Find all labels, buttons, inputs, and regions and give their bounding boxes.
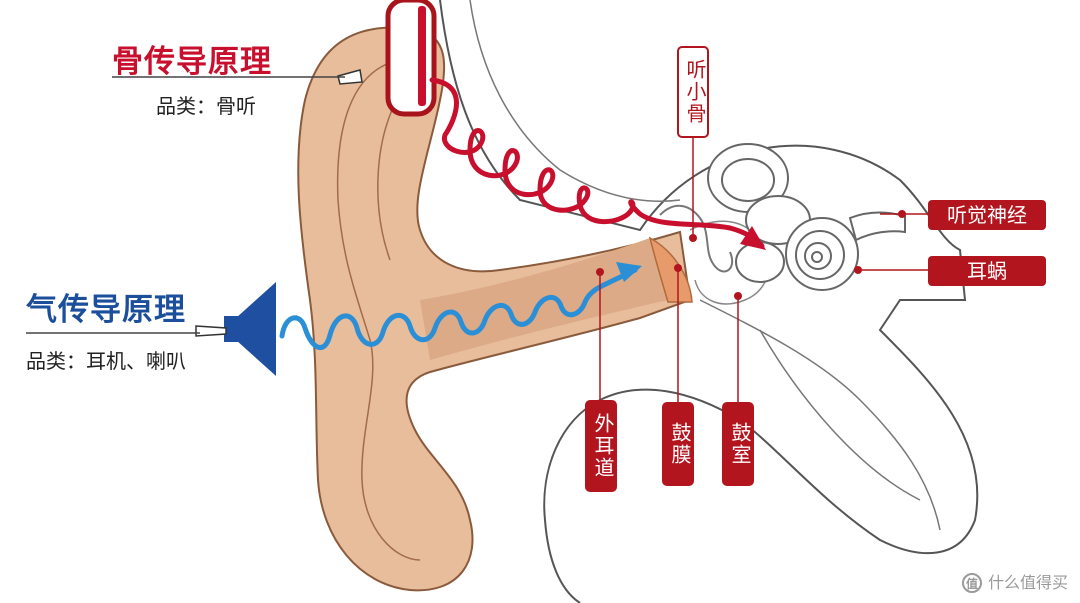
head-outline: [439, 0, 979, 603]
bone-device-clip: [337, 69, 363, 85]
air-conduction-category: 品类：耳机、喇叭: [26, 349, 186, 373]
cochlea-dot: [854, 266, 862, 274]
semicircular-canal-1-inner: [721, 158, 775, 202]
pinna-fold-inner: [377, 109, 393, 261]
air-conduction-title: 气传导原理: [26, 292, 186, 328]
bone-conduction-device: [385, 0, 437, 117]
eardrum-dot: [674, 264, 682, 272]
nerve-dot: [898, 210, 906, 218]
bone-structure-line: [699, 299, 941, 531]
speaker-body: [224, 316, 238, 342]
cochlea-ring-3: [804, 242, 832, 270]
ossicles-dot: [689, 234, 697, 242]
bone-conduction-title: 骨传导原理: [112, 44, 272, 80]
eardrum-shape: [648, 236, 693, 303]
label-ossicles: 听小骨: [677, 46, 709, 138]
air-wave-arrowhead: [616, 262, 642, 282]
label-cochlea: 耳蜗: [928, 256, 1046, 286]
label-auditory-nerve: 听觉神经: [928, 200, 1046, 230]
bone-conduction-device-band: [418, 6, 426, 106]
speaker-cone: [236, 282, 276, 376]
label-ear-canal: 外耳道: [585, 400, 617, 492]
jaw-line: [759, 329, 921, 501]
cochlea-ring-4: [811, 251, 823, 263]
cochlea-ring-2: [795, 230, 845, 280]
tympanic-dot: [734, 292, 742, 300]
bone-conduction-category: 品类：骨听: [156, 94, 256, 118]
watermark: 值什么值得买: [961, 569, 1068, 593]
speaker-cable: [195, 325, 227, 337]
skull-inner-line: [469, 0, 681, 202]
air-conduction-wave: [279, 267, 638, 350]
auditory-nerve-shape: [848, 211, 906, 242]
ear-canal-dot: [596, 268, 604, 276]
pinna-fold: [336, 59, 421, 561]
bone-wave-arrowhead: [740, 226, 766, 250]
label-tympanic-cavity: 鼓室: [722, 402, 754, 486]
bone-conduction-wave: [429, 77, 765, 249]
watermark-text: 什么值得买: [987, 572, 1068, 592]
label-eardrum: 鼓膜: [662, 402, 694, 486]
watermark-logo-icon: 值: [961, 573, 982, 593]
ossicles-shape: [659, 204, 733, 273]
